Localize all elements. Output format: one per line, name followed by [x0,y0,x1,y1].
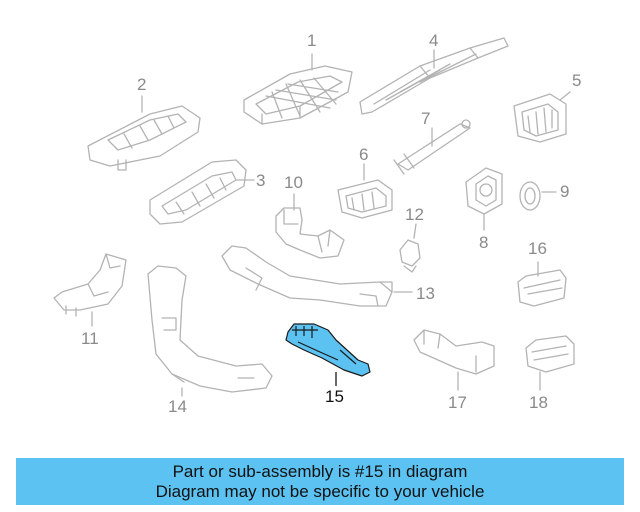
callout-3: 3 [256,171,266,190]
part-10-duct[interactable] [275,207,345,259]
callout-17: 17 [448,393,467,412]
part-2-left-vent[interactable] [87,105,201,171]
part-17-duct[interactable] [413,329,495,375]
part-3-vent[interactable] [149,159,247,225]
part-8-bracket[interactable] [465,167,503,215]
callout-2: 2 [137,75,147,94]
callout-10: 10 [284,173,303,192]
part-13-duct[interactable] [221,245,393,307]
callout-1: 1 [307,31,317,50]
part-5-side-vent[interactable] [513,93,567,143]
part-15-highlighted-duct[interactable] [285,323,371,377]
part-7-hose[interactable] [393,119,471,175]
callout-11: 11 [81,329,99,348]
banner-line-1: Part or sub-assembly is #15 in diagram [172,461,468,481]
callout-4: 4 [429,31,439,50]
callout-9: 9 [560,182,570,201]
callout-8: 8 [479,233,489,252]
part-9-clip[interactable] [519,181,541,211]
callout-12: 12 [405,205,424,224]
part-6-vent[interactable] [337,179,393,219]
banner-line-2: Diagram may not be specific to your vehi… [155,481,485,501]
parts-diagram [53,37,575,397]
callout-13: 13 [416,284,435,303]
callout-15: 15 [325,387,344,406]
callout-7: 7 [421,109,431,128]
callout-5: 5 [572,71,582,90]
part-11-duct[interactable] [53,253,127,317]
callout-6: 6 [359,145,369,164]
callout-18: 18 [529,393,548,412]
part-1-center-vent[interactable] [243,65,353,125]
part-14-duct[interactable] [147,265,273,393]
part-4-defroster-duct[interactable] [359,37,509,115]
callout-16: 16 [528,239,547,258]
part-18-vent[interactable] [525,335,575,373]
part-12-fastener[interactable] [399,239,421,273]
callout-14: 14 [168,397,187,416]
part-16-vent[interactable] [517,269,567,307]
info-banner: Part or sub-assembly is #15 in diagram D… [16,458,624,505]
